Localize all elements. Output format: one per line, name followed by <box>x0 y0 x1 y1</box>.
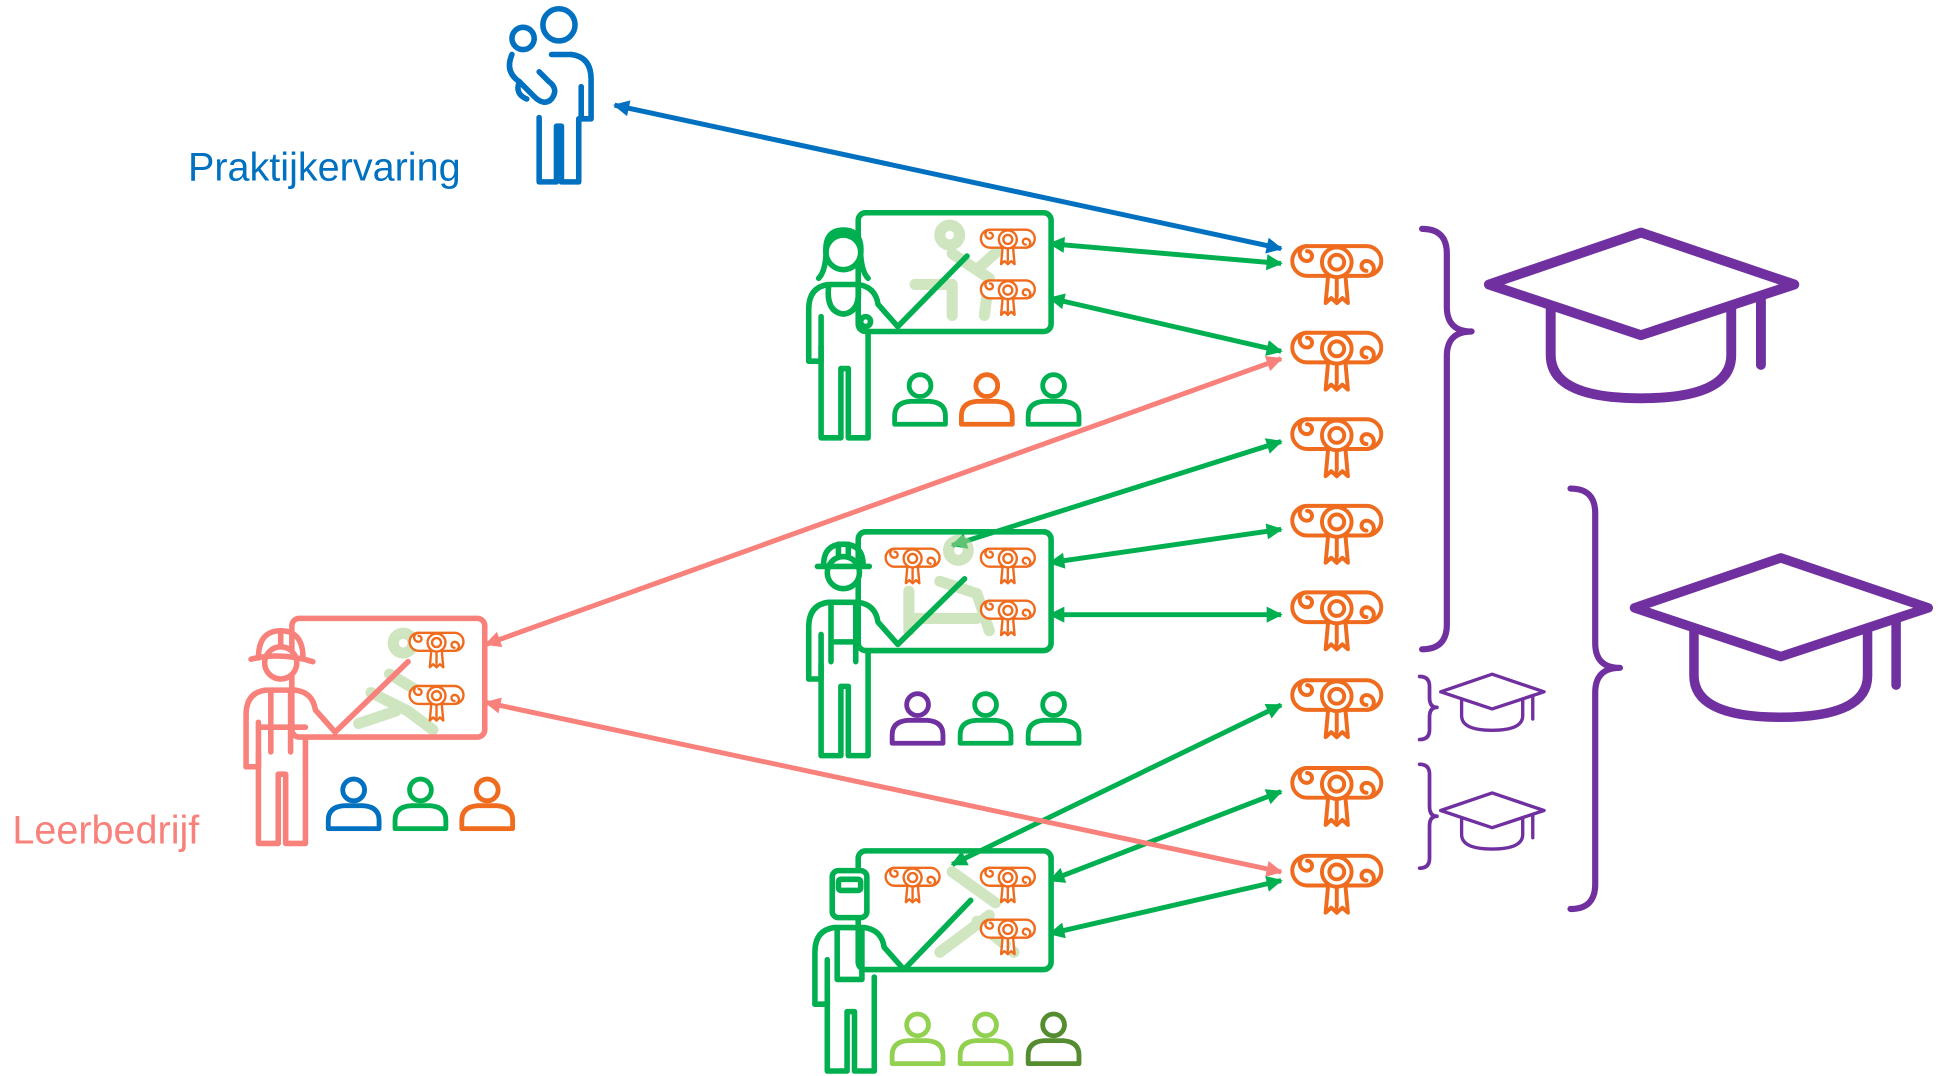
construction-worker-teacher-icon <box>805 541 968 759</box>
certificate-column <box>1290 244 1384 915</box>
graduation-cap-icon <box>1438 672 1546 733</box>
student-icon <box>892 694 943 744</box>
arrow-practice-to-cert-1 <box>613 100 1283 254</box>
connection-arrows <box>484 100 1283 939</box>
nurse-teacher-group <box>805 209 1079 441</box>
board-pictogram <box>903 534 995 637</box>
certificate-icon <box>979 547 1036 585</box>
brace-qualification-2 <box>1567 485 1624 913</box>
students <box>892 694 1079 744</box>
student-icon <box>892 1014 943 1064</box>
practice-experience-label: Praktijkervaring <box>188 146 461 190</box>
arrow-construction-to-cert-4 <box>1048 523 1283 569</box>
qualification-groupings <box>1417 225 1929 913</box>
certificate-icon <box>1290 503 1384 565</box>
student-icon <box>395 779 446 829</box>
firefighter-teacher-group <box>243 615 513 847</box>
student-icon <box>462 779 513 829</box>
arrow-company-to-cert-8 <box>484 697 1283 877</box>
student-icon <box>960 694 1011 744</box>
graduation-cap-icon <box>1438 791 1546 851</box>
student-icon <box>1028 375 1079 425</box>
arrow-nurse-to-cert-2 <box>1048 293 1283 356</box>
training-company-label: Leerbedrijf <box>12 808 200 852</box>
brace-partial-qualification-2 <box>1417 762 1439 871</box>
students <box>892 1014 1079 1064</box>
certificate-icon <box>1290 244 1384 306</box>
arrow-company-to-cert-2 <box>484 356 1283 648</box>
arrow-welder-to-cert-8 <box>1048 875 1283 939</box>
certificate-icon <box>1290 678 1384 740</box>
welder-teacher-group <box>812 848 1079 1074</box>
graduation-cap-icon <box>1635 558 1929 717</box>
certificate-icon <box>408 631 465 669</box>
student-icon <box>1028 1014 1079 1064</box>
certificate-icon <box>979 918 1036 956</box>
student-icon <box>960 1014 1011 1064</box>
board-certificates <box>408 631 465 722</box>
certificate-icon <box>1290 853 1384 915</box>
presentation-board <box>855 209 1054 335</box>
arrow-welder-to-cert-7 <box>1048 789 1283 883</box>
certificate-icon <box>1290 590 1384 652</box>
students <box>328 779 512 829</box>
student-icon <box>328 779 379 829</box>
certificate-icon <box>1290 330 1384 392</box>
certificate-icon <box>1290 417 1384 479</box>
presentation-board <box>855 529 1054 654</box>
brace-qualification-1 <box>1419 225 1475 653</box>
firefighter-teacher-icon <box>243 627 411 847</box>
students <box>895 375 1079 425</box>
student-icon <box>961 375 1012 425</box>
student-icon <box>1028 694 1079 744</box>
certificate-icon <box>1290 766 1384 827</box>
parent-with-child-icon <box>506 5 594 185</box>
arrow-nurse-to-cert-1 <box>1048 236 1283 271</box>
nurse-teacher-icon <box>805 227 970 441</box>
graduation-cap-icon <box>1489 233 1794 399</box>
arrow-welder-to-cert-6 <box>950 702 1283 867</box>
student-icon <box>895 375 946 425</box>
welder-teacher-icon <box>812 867 974 1074</box>
certificate-icon <box>884 547 941 585</box>
brace-partial-qualification-1 <box>1417 674 1439 742</box>
construction-teacher-group <box>805 529 1079 759</box>
certificate-icon <box>884 866 941 904</box>
arrow-construction-to-cert-3 <box>950 438 1283 549</box>
